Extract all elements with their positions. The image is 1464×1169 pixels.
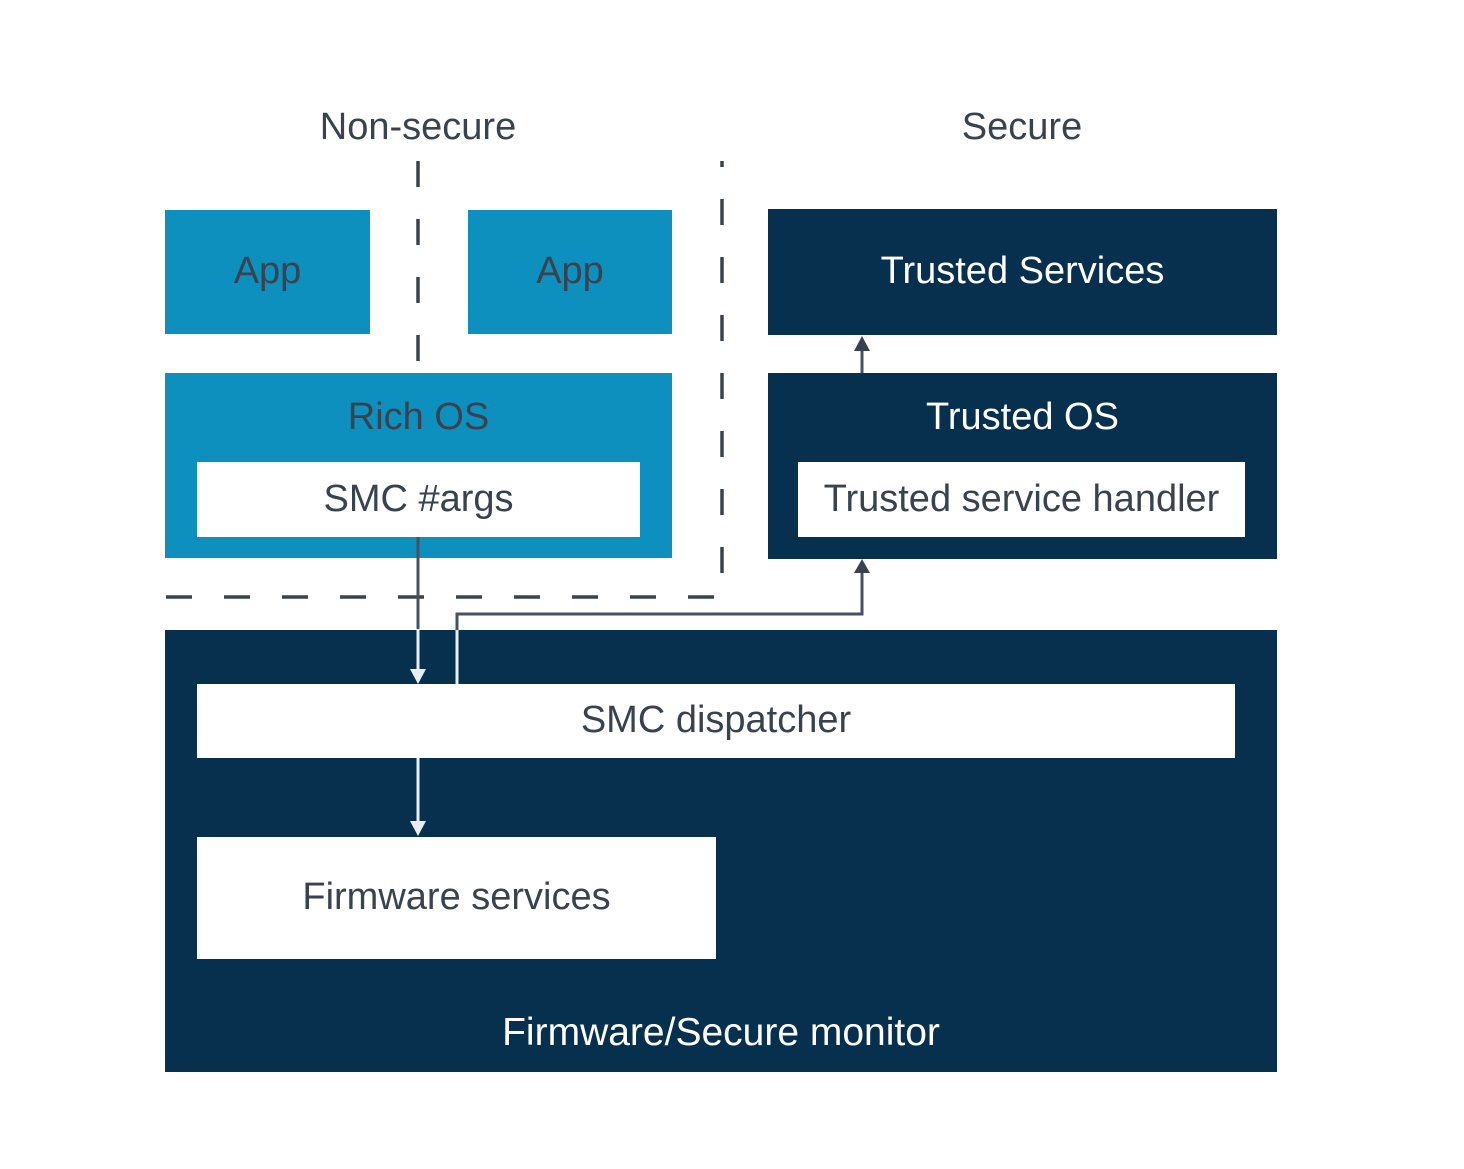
trusted-service-handler-label: Trusted service handler <box>823 477 1220 520</box>
trusted-services-box: Trusted Services <box>768 209 1277 335</box>
app-box-2: App <box>468 210 672 334</box>
firmware-services-label: Firmware services <box>302 876 611 919</box>
smc-dispatcher-box: SMC dispatcher <box>197 684 1235 758</box>
smc-dispatcher-label: SMC dispatcher <box>580 699 852 742</box>
app-box-1-label: App <box>233 250 302 293</box>
app-box-2-label: App <box>536 250 604 293</box>
smc-args-box: SMC #args <box>197 462 640 537</box>
firmware-services-box: Firmware services <box>197 837 716 959</box>
trusted-service-handler-box: Trusted service handler <box>798 462 1245 537</box>
arrowhead-up-trusted-services-icon <box>854 336 870 351</box>
smc-args-label: SMC #args <box>323 477 514 520</box>
zone-label-non-secure: Non-secure <box>319 105 517 148</box>
rich-os-label: Rich OS <box>347 395 490 438</box>
trusted-os-label: Trusted OS <box>926 395 1119 438</box>
rich-os-box: Rich OS SMC #args <box>165 373 672 558</box>
arrowhead-up-trusted-os-icon <box>854 559 870 573</box>
trusted-os-box: Trusted OS Trusted service handler <box>768 373 1277 559</box>
firmware-monitor-box: SMC dispatcher Firmware services Firmwar… <box>165 630 1277 1072</box>
firmware-monitor-label: Firmware/Secure monitor <box>502 1011 940 1054</box>
arrow-dispatcher-to-trusted-handler-dark-segment <box>455 572 864 630</box>
zone-label-secure: Secure <box>961 105 1083 148</box>
trusted-services-label: Trusted Services <box>880 250 1165 293</box>
app-box-1: App <box>165 210 370 334</box>
